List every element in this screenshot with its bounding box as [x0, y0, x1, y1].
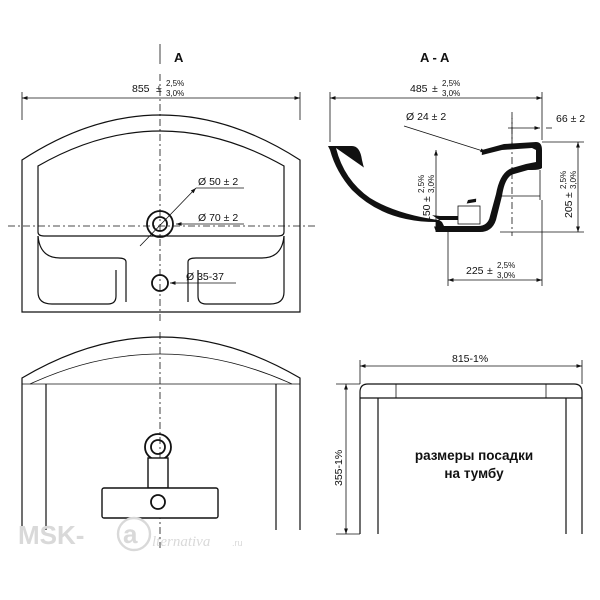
drain-offset-value: 225 — [466, 265, 484, 277]
top-view-title: A — [174, 50, 184, 65]
inner-height-pm: ± — [421, 196, 433, 202]
deck-right — [187, 235, 285, 302]
deck-left — [37, 235, 127, 302]
section-title: A - A — [420, 50, 450, 65]
inner-height-tol-bottom: 3,0% — [427, 175, 436, 193]
drain-plate — [101, 487, 219, 519]
drain-pocket — [457, 205, 481, 225]
rim-value: 66 ± 2 — [556, 113, 585, 125]
drain-outer-circle — [146, 210, 174, 238]
tap-diameter: Ø 35-37 — [186, 271, 224, 283]
height-label: 205 ± 2,5% 3,0% — [559, 171, 578, 218]
bowl-outline — [37, 130, 285, 237]
cabinet-view: 815-1% 355-1% размеры посадки на тумбу — [333, 353, 583, 535]
inner-height-label: 150 ± 2,5% 3,0% — [417, 175, 436, 222]
bottom-outline — [21, 336, 301, 530]
watermark-brand: MSK- — [18, 520, 84, 550]
watermark-logo-ring — [116, 516, 152, 552]
section-view: A - A 485 ± 2,5% 3,0% Ø 24 ± 2 66 ± 2 15… — [328, 50, 585, 286]
width-tol-top: 2,5% — [166, 79, 184, 88]
siphon-neck — [147, 457, 169, 489]
top-view: A 855 ± 2,5% 3,0% Ø 50 ± 2 Ø 70 ± 2 Ø 35… — [8, 44, 316, 324]
height-tol-bottom: 3,0% — [569, 171, 578, 189]
watermark-script: lternativa — [152, 534, 210, 550]
cabinet-depth-value: 355-1% — [333, 450, 345, 486]
drain-offset-tol-bottom: 3,0% — [497, 271, 515, 280]
drain-diameter: Ø 50 ± 2 — [198, 176, 238, 188]
siphon-inner — [150, 439, 166, 455]
drain-leader — [139, 187, 197, 247]
cabinet-frame — [359, 383, 583, 534]
width-tol-bottom: 3,0% — [166, 89, 184, 98]
watermark: MSK- a lternativa .ru — [18, 516, 243, 552]
drain-inner-circle — [152, 216, 168, 232]
drain-offset-tol-top: 2,5% — [497, 261, 515, 270]
deck-right-pad — [197, 236, 285, 305]
section-hollow — [336, 148, 536, 226]
cabinet-width-value: 815-1% — [452, 353, 488, 365]
bottom-rim-curve — [29, 353, 293, 385]
height-value: 205 — [563, 200, 575, 218]
depth-value: 485 — [410, 83, 428, 95]
deck-left-pad — [37, 236, 117, 305]
bottom-view — [21, 332, 301, 548]
height-tol-top: 2,5% — [559, 171, 568, 189]
cabinet-note-line2: на тумбу — [444, 466, 504, 481]
bowl-diameter: Ø 70 ± 2 — [198, 212, 238, 224]
hole-leader — [403, 125, 487, 153]
cabinet-note-line1: размеры посадки — [415, 448, 533, 463]
width-value: 855 — [132, 83, 150, 95]
watermark-domain: .ru — [232, 538, 243, 548]
hole-diameter: Ø 24 ± 2 — [406, 111, 446, 123]
basin-outline — [21, 114, 301, 313]
inner-height-tol-top: 2,5% — [417, 175, 426, 193]
width-pm: ± — [156, 83, 162, 95]
depth-pm: ± — [432, 83, 438, 95]
drain-offset-pm: ± — [487, 265, 493, 277]
height-pm: ± — [563, 192, 575, 198]
tap-hole — [151, 274, 169, 292]
siphon-outer — [144, 433, 172, 461]
depth-tol-top: 2,5% — [442, 79, 460, 88]
depth-tol-bottom: 3,0% — [442, 89, 460, 98]
cabinet-depth-label: 355-1% — [333, 450, 345, 486]
inner-height-value: 150 — [421, 204, 433, 222]
watermark-logo-a: a — [123, 519, 138, 549]
drain-hole-bottom — [150, 494, 166, 510]
